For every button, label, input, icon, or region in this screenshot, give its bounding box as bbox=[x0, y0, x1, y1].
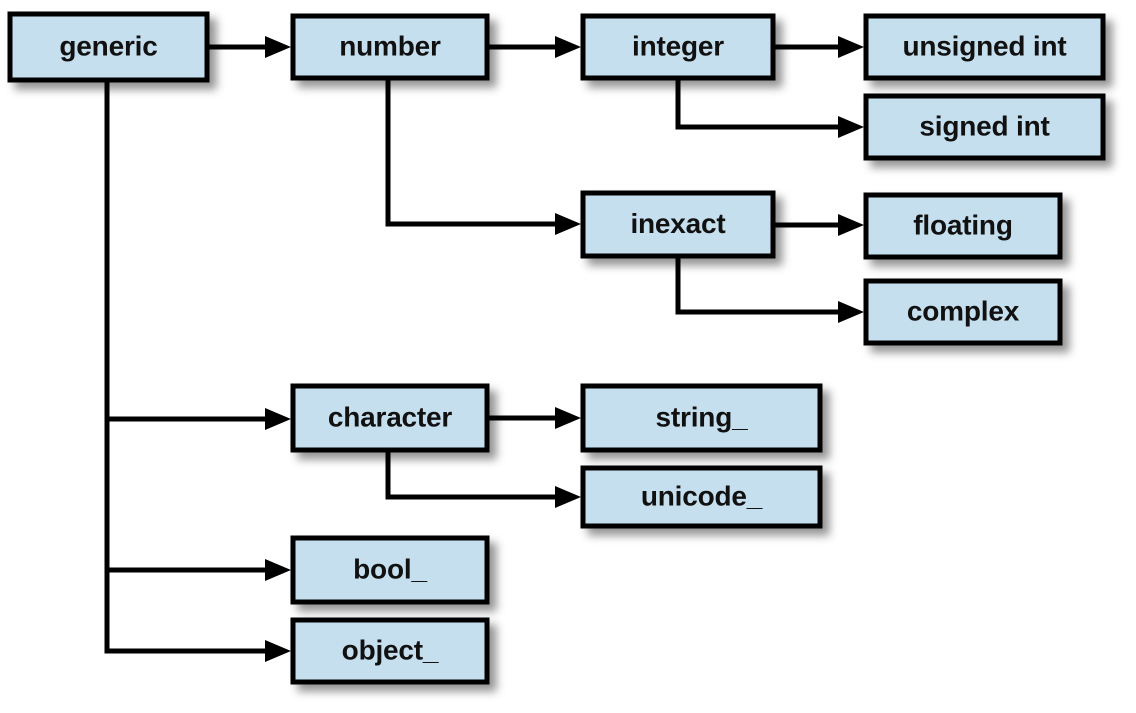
arrowhead-icon bbox=[555, 407, 581, 429]
node-unicode_[interactable]: unicode_ bbox=[580, 465, 823, 529]
arrowhead-icon bbox=[265, 408, 291, 430]
node-label: bool_ bbox=[353, 553, 427, 584]
nodes-layer: generic number integer unsigned int signed i… bbox=[7, 11, 1106, 685]
edge-inexact-to-complex bbox=[675, 256, 864, 323]
node-bool_[interactable]: bool_ bbox=[290, 535, 490, 605]
node-box[interactable] bbox=[580, 383, 823, 453]
edge-number-to-integer bbox=[487, 36, 581, 58]
edge-path bbox=[104, 80, 267, 654]
node-label: inexact bbox=[630, 208, 725, 239]
edge-generic-to-character bbox=[104, 80, 291, 430]
node-string_[interactable]: string_ bbox=[580, 383, 823, 453]
node-box[interactable] bbox=[863, 278, 1063, 346]
edge-path bbox=[385, 78, 557, 227]
arrowhead-icon bbox=[555, 486, 581, 508]
edge-generic-to-bool_ bbox=[104, 80, 291, 581]
node-box[interactable] bbox=[580, 13, 776, 81]
edge-path bbox=[104, 80, 267, 573]
node-label: generic bbox=[59, 30, 157, 61]
node-box[interactable] bbox=[290, 383, 490, 453]
node-label: floating bbox=[913, 209, 1013, 240]
node-label: character bbox=[328, 401, 453, 432]
arrowhead-icon bbox=[838, 214, 864, 236]
edge-character-to-string_ bbox=[487, 407, 581, 429]
arrowhead-icon bbox=[265, 36, 291, 58]
node-inexact[interactable]: inexact bbox=[580, 190, 776, 259]
edge-integer-to-signed_int bbox=[675, 78, 864, 138]
node-box[interactable] bbox=[290, 13, 490, 81]
node-box[interactable] bbox=[863, 93, 1106, 161]
node-character[interactable]: character bbox=[290, 383, 490, 453]
edge-path bbox=[675, 78, 840, 130]
arrowhead-icon bbox=[555, 36, 581, 58]
node-object_[interactable]: object_ bbox=[290, 617, 490, 685]
node-label: integer bbox=[632, 30, 724, 61]
edge-path bbox=[675, 256, 840, 315]
node-label: unicode_ bbox=[641, 480, 763, 511]
node-generic[interactable]: generic bbox=[7, 11, 210, 83]
node-label: number bbox=[339, 30, 441, 61]
edge-character-to-unicode_ bbox=[385, 450, 581, 508]
node-box[interactable] bbox=[863, 192, 1063, 260]
edge-number-to-inexact bbox=[385, 78, 581, 235]
arrowhead-icon bbox=[265, 559, 291, 581]
arrowhead-icon bbox=[838, 36, 864, 58]
edge-inexact-to-floating bbox=[773, 214, 864, 236]
node-box[interactable] bbox=[580, 190, 776, 259]
node-box[interactable] bbox=[290, 535, 490, 605]
edge-generic-to-object_ bbox=[104, 80, 291, 662]
node-box[interactable] bbox=[290, 617, 490, 685]
node-box[interactable] bbox=[580, 465, 823, 529]
arrowhead-icon bbox=[838, 301, 864, 323]
edges-layer bbox=[104, 36, 864, 662]
edge-path bbox=[104, 80, 267, 422]
arrowhead-icon bbox=[838, 116, 864, 138]
node-integer[interactable]: integer bbox=[580, 13, 776, 81]
node-box[interactable] bbox=[863, 13, 1106, 81]
node-floating[interactable]: floating bbox=[863, 192, 1063, 260]
node-box[interactable] bbox=[7, 11, 210, 83]
edge-path bbox=[385, 450, 557, 500]
edge-generic-to-number bbox=[207, 36, 291, 58]
node-label: unsigned int bbox=[902, 30, 1066, 61]
node-label: object_ bbox=[342, 634, 439, 665]
node-complex[interactable]: complex bbox=[863, 278, 1063, 346]
node-number[interactable]: number bbox=[290, 13, 490, 81]
node-label: string_ bbox=[656, 401, 749, 432]
node-label: signed int bbox=[919, 110, 1049, 141]
edge-integer-to-unsigned_int bbox=[773, 36, 864, 58]
node-signed_int[interactable]: signed int bbox=[863, 93, 1106, 161]
node-label: complex bbox=[907, 295, 1020, 326]
arrowhead-icon bbox=[265, 640, 291, 662]
node-unsigned_int[interactable]: unsigned int bbox=[863, 13, 1106, 81]
arrowhead-icon bbox=[555, 213, 581, 235]
